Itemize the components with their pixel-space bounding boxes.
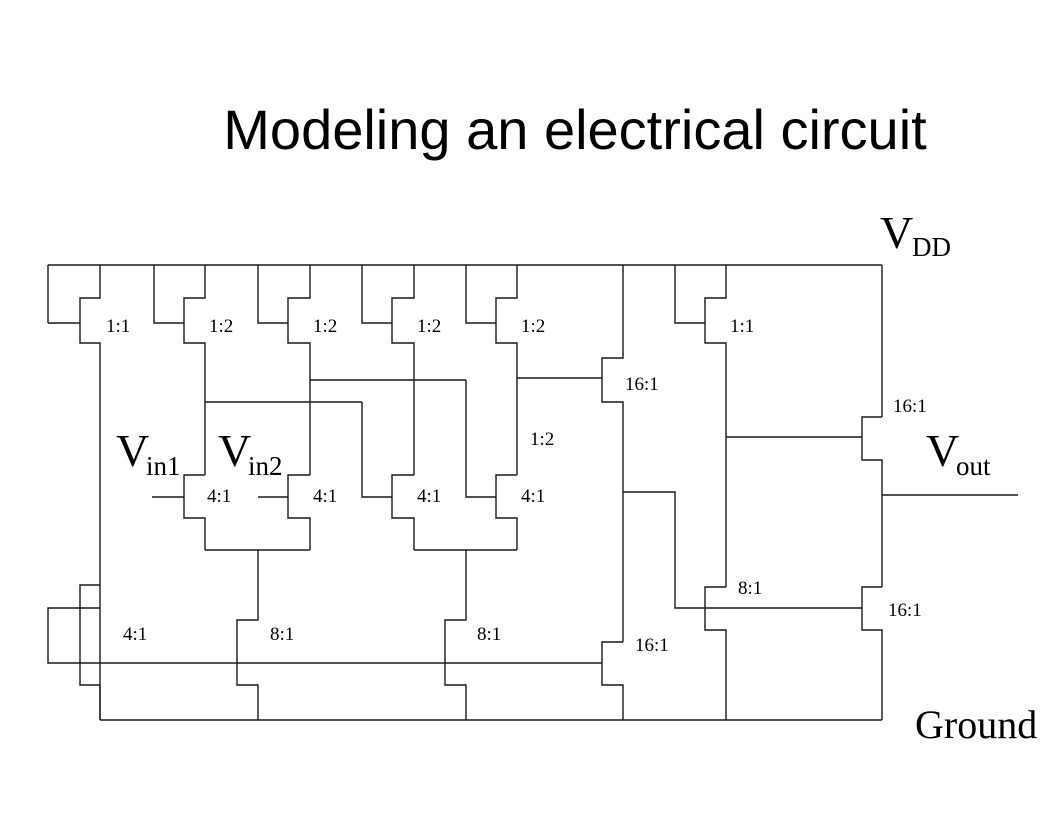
ratio-label: 8:1 bbox=[477, 624, 501, 645]
ratio-label: 16:1 bbox=[888, 600, 922, 621]
svg-text:DD: DD bbox=[912, 232, 951, 262]
vin2-label: V in2 bbox=[218, 425, 283, 481]
slide-title: Modeling an electrical circuit bbox=[223, 98, 927, 161]
svg-text:out: out bbox=[956, 451, 991, 481]
wire-gate-n4 bbox=[465, 380, 496, 498]
transistor-tail2-8-1 bbox=[444, 550, 467, 720]
ratio-label: 16:1 bbox=[635, 635, 669, 656]
ratio-label: 4:1 bbox=[417, 486, 441, 507]
vout-label: V out bbox=[926, 425, 991, 481]
wire-to-8-1-gate bbox=[623, 491, 705, 609]
transistor-n4 bbox=[495, 474, 518, 550]
ground-label: Ground bbox=[915, 702, 1037, 747]
ratio-label: 8:1 bbox=[738, 578, 762, 599]
ratio-label: 8:1 bbox=[270, 624, 294, 645]
transistor-n3 bbox=[391, 474, 415, 550]
transistor-p4 bbox=[361, 265, 415, 475]
ratio-label: 1:2 bbox=[417, 316, 441, 337]
transistor-16-1-lower bbox=[601, 641, 624, 720]
vdd-label: V DD bbox=[880, 207, 951, 262]
ratio-label: 4:1 bbox=[207, 486, 231, 507]
ratio-label: 1:2 bbox=[521, 316, 545, 337]
transistor-n2-vin2 bbox=[258, 474, 311, 550]
svg-text:in2: in2 bbox=[248, 451, 283, 481]
svg-text:V: V bbox=[116, 425, 149, 476]
wire-gate-n3 bbox=[361, 402, 392, 498]
svg-text:in1: in1 bbox=[146, 451, 181, 481]
transistor-bias-4-1 bbox=[47, 584, 101, 720]
ratio-label: 1:1 bbox=[730, 316, 754, 337]
ratio-label: 4:1 bbox=[123, 624, 147, 645]
ratio-label: 16:1 bbox=[893, 396, 927, 417]
transistor-out-upper bbox=[726, 416, 883, 587]
transistor-p5 bbox=[465, 265, 518, 475]
ratio-label: 4:1 bbox=[313, 486, 337, 507]
svg-text:V: V bbox=[926, 425, 959, 476]
svg-text:V: V bbox=[218, 425, 251, 476]
ratio-label: 1:1 bbox=[106, 316, 130, 337]
svg-text:V: V bbox=[880, 207, 913, 258]
transistor-8-1 bbox=[704, 586, 727, 720]
transistor-p6 bbox=[674, 265, 727, 587]
transistor-tail1-8-1 bbox=[236, 550, 259, 720]
transistor-n1-vin1 bbox=[152, 474, 206, 550]
transistor-16-1-upper bbox=[517, 265, 624, 642]
ratio-label: 16:1 bbox=[625, 374, 659, 395]
transistor-out-lower bbox=[705, 586, 883, 642]
ratio-label: 1:2 bbox=[313, 316, 337, 337]
ratio-label: 1:2 bbox=[209, 316, 233, 337]
transistor-p2 bbox=[153, 265, 206, 475]
ratio-label: 4:1 bbox=[521, 486, 545, 507]
transistor-p1 bbox=[48, 265, 101, 720]
vin1-label: V in1 bbox=[116, 425, 181, 481]
ratio-label: 1:2 bbox=[530, 429, 554, 450]
transistor-p3 bbox=[257, 265, 311, 475]
